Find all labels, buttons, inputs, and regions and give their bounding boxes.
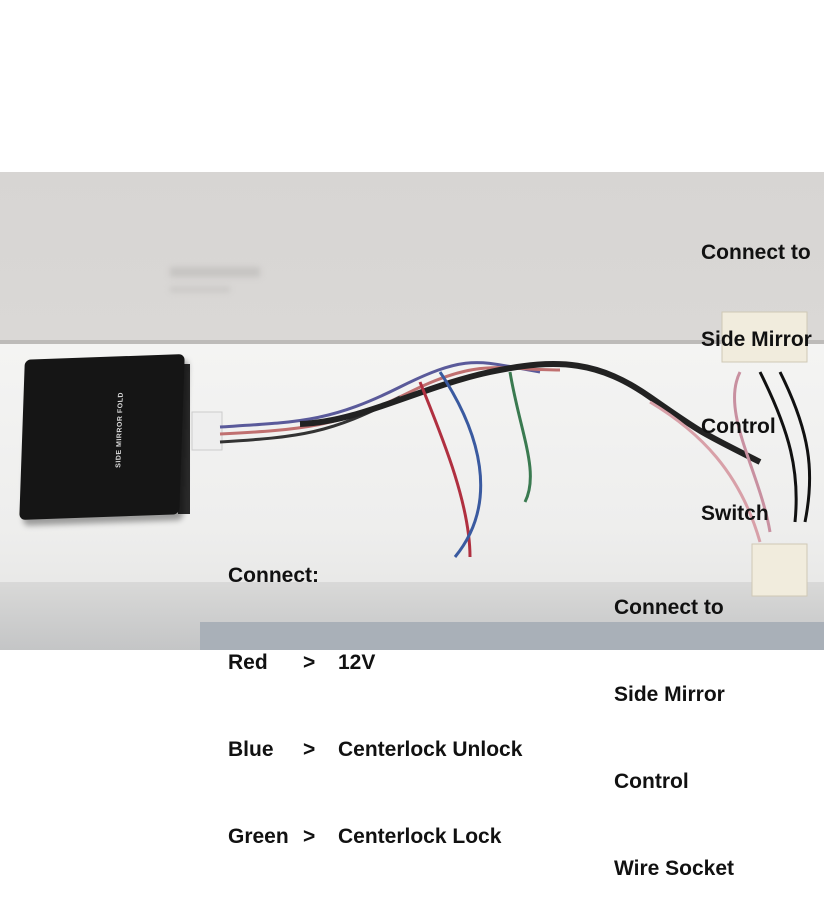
wall-blur: [170, 267, 260, 277]
wire-green: [508, 371, 532, 503]
wire-target: Centerlock Lock: [338, 825, 502, 848]
socket-connection-label: Connect to Side Mirror Control Wire Sock…: [614, 535, 734, 912]
label-line: Control: [614, 770, 689, 793]
wiring-row-blue: Blue > Centerlock Unlock: [228, 735, 522, 764]
wiring-label: Connect: Red>12V Blue>Centerlock Unlock …: [228, 503, 522, 880]
wire-color: Blue: [228, 738, 274, 761]
label-line: Wire Socket: [614, 857, 735, 880]
switch-connection-label: Connect to Side Mirror Control Switch: [701, 180, 812, 557]
label-line: Control: [701, 415, 776, 438]
wire-pink: [649, 400, 762, 543]
wiring-heading: Connect:: [228, 564, 319, 587]
wire-black: [778, 371, 812, 523]
wire-color: Red: [228, 651, 268, 674]
wire-target: 12V: [338, 651, 376, 674]
wire-harness: [191, 311, 812, 597]
label-line: Connect to: [614, 596, 724, 619]
card: [200, 622, 824, 650]
wire-target: Centerlock Unlock: [338, 738, 523, 761]
arrow: >: [303, 738, 316, 761]
wire-black: [758, 371, 798, 523]
arrow: >: [303, 651, 316, 674]
wall-blur: [170, 287, 230, 292]
wiring-row-red: Red >12V: [228, 648, 522, 677]
label-line: Side Mirror: [614, 683, 725, 706]
wire-blue: [438, 371, 483, 558]
label-line: Switch: [701, 502, 769, 525]
wire-pink: [733, 371, 772, 533]
product-photo: SIDE MIRROR FOLD: [0, 172, 824, 650]
switch-connector: [721, 311, 808, 363]
socket-connector: [751, 543, 808, 597]
box-edge: [0, 340, 824, 346]
wire-color: Green: [228, 825, 289, 848]
wire-main: [299, 361, 762, 465]
module-plug: [191, 411, 223, 451]
label-line: Connect to: [701, 241, 811, 264]
arrow: >: [303, 825, 316, 848]
wiring-row-green: Green > Centerlock Lock: [228, 822, 522, 851]
label-line: Side Mirror: [701, 328, 812, 351]
wire-bundle: [219, 361, 541, 429]
